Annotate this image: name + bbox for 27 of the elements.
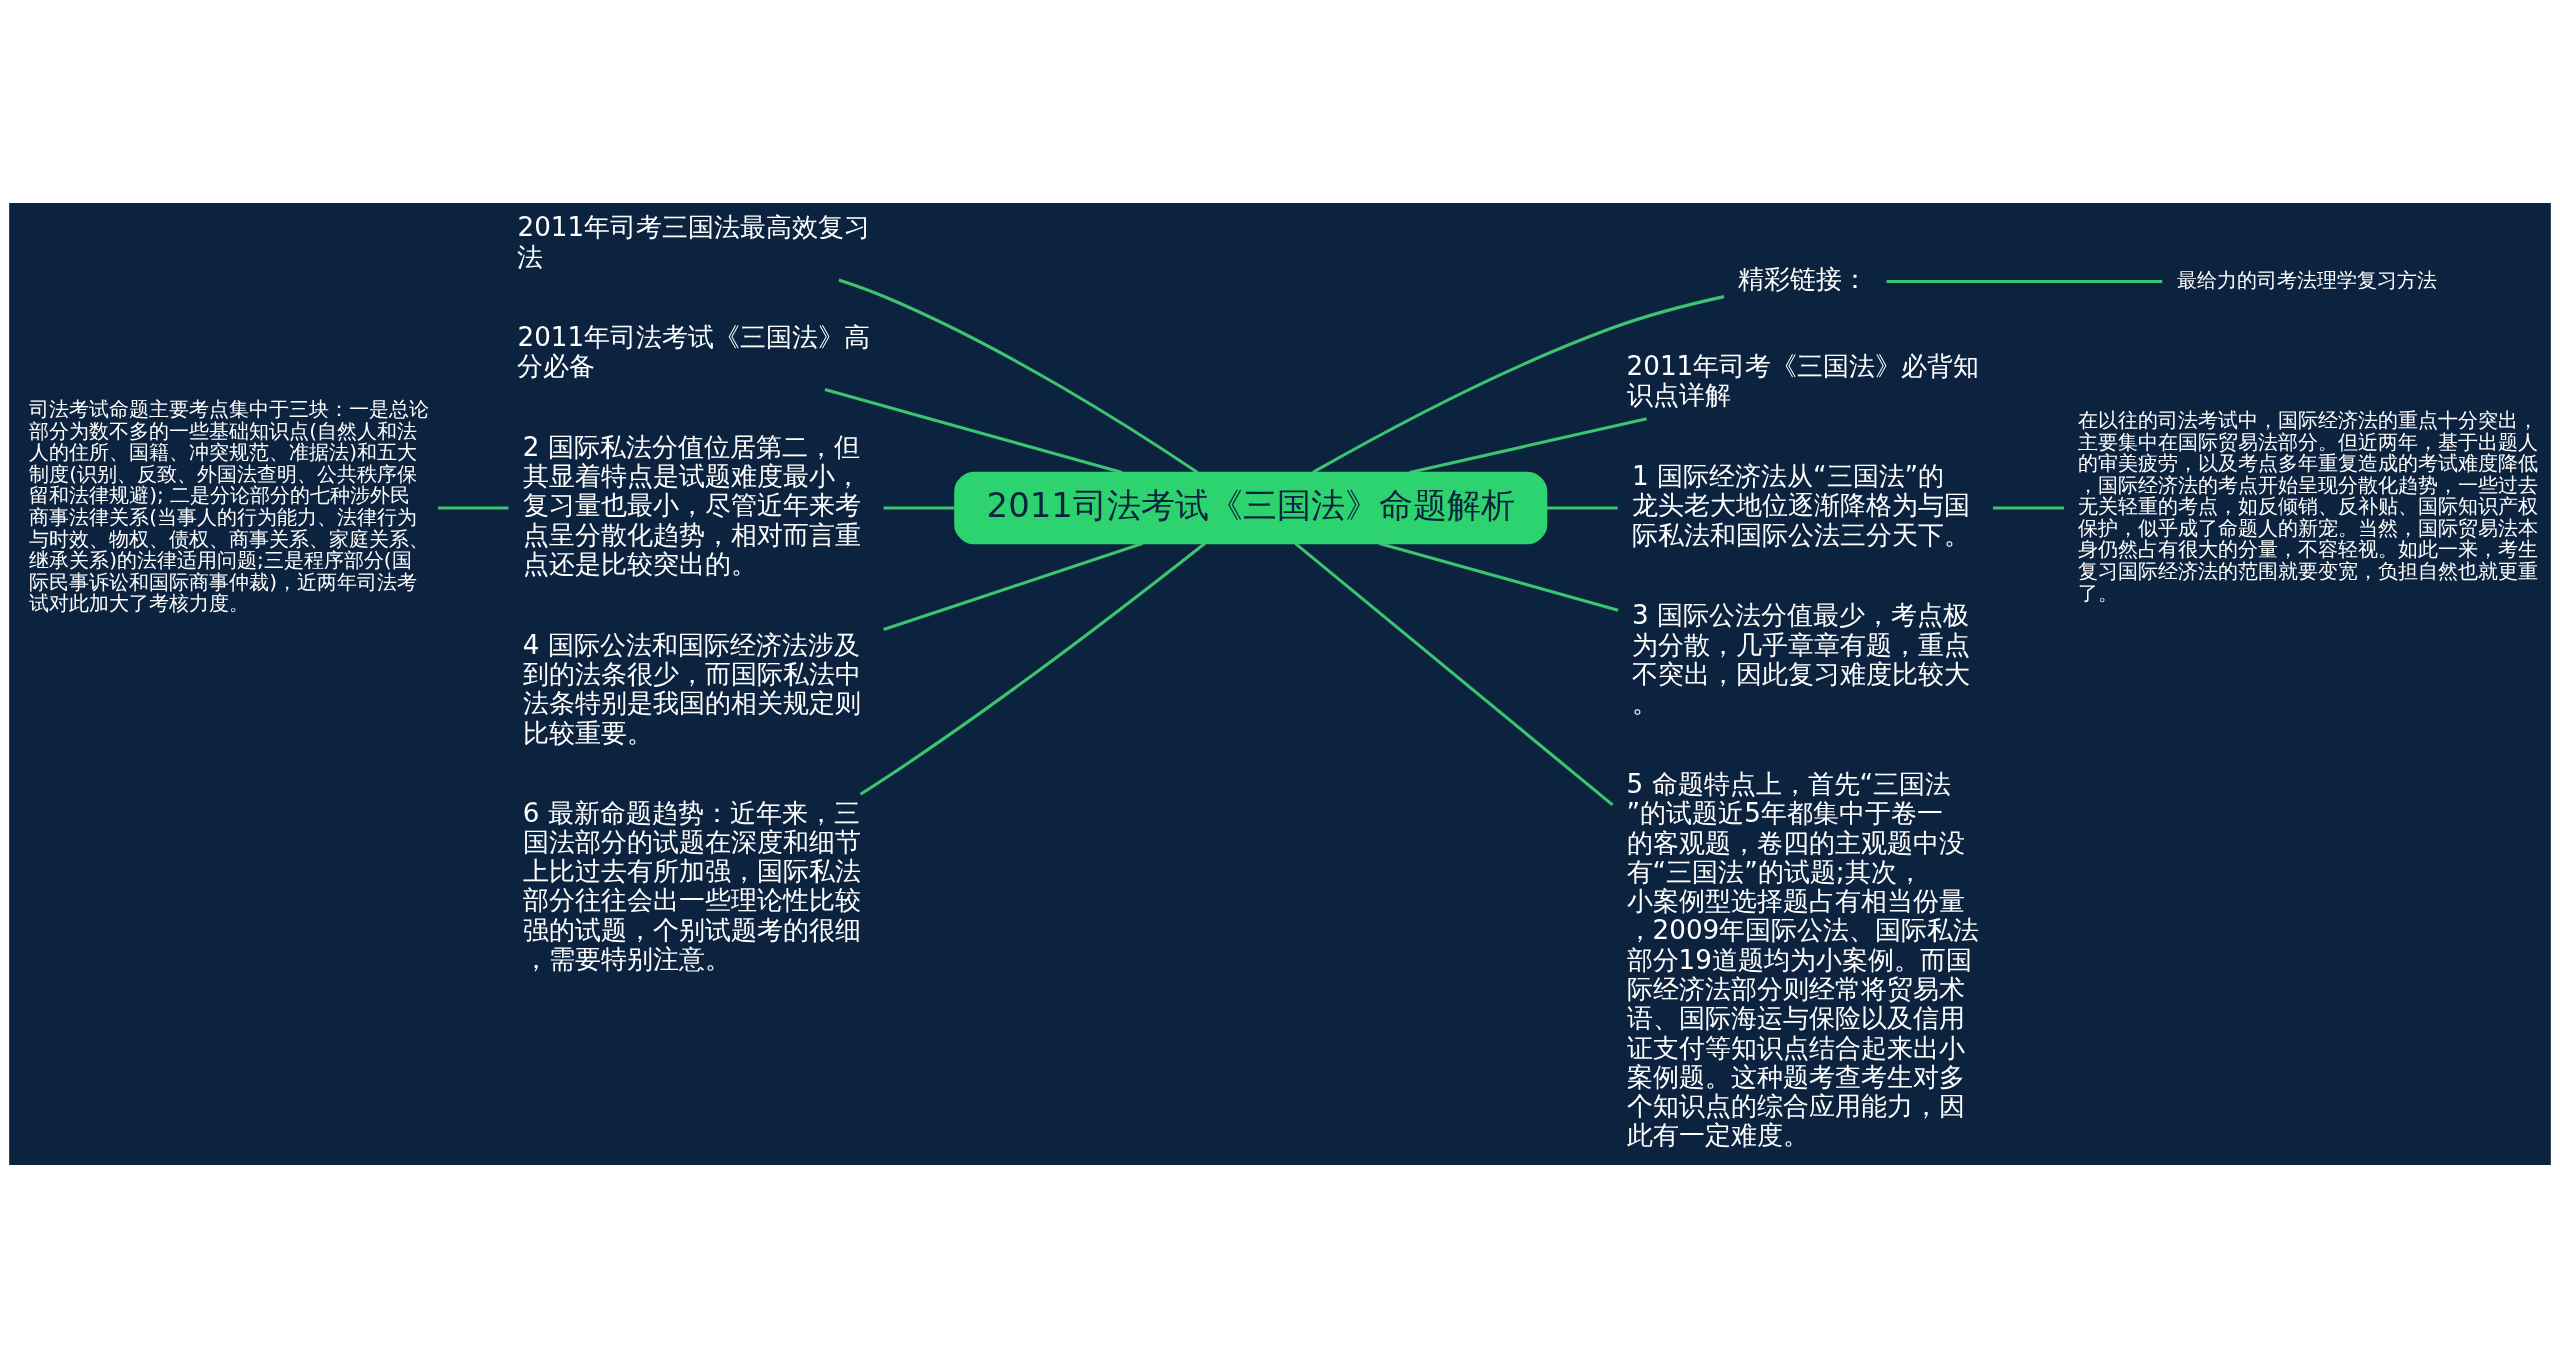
connector bbox=[1312, 294, 1725, 474]
connector bbox=[883, 541, 1143, 631]
connector bbox=[1379, 541, 1619, 612]
node-text: 2011年司考《三国法》必背知识点详解 bbox=[1626, 350, 1980, 410]
node-box: 2011司法考试《三国法》命题解析 bbox=[954, 471, 1548, 544]
connector bbox=[883, 505, 955, 510]
connector bbox=[1546, 505, 1618, 510]
node-text: 在以往的司法考试中，国际经济法的重点十分突出，主要集中在国际贸易法部分。但近两年，基于出题人的审美疲劳，以及考点多年重复造成的考试难度降低，国际经济法的考点开始呈现分散化趋势，一些过去无关轻重的考点，如反倾销、反补贴、国际知识产权保护，似乎成了命题人的新宠。当然，国际贸易法本身仍然占有很大的分量，不容轻视。如此一来，考生复习国际经济法的范围就要变宽，负担自然也就更重了。 bbox=[2077, 407, 2538, 605]
connector bbox=[838, 278, 1199, 474]
node-text: 3 国际公法分值最少，考点极为分散，几乎章章有题，重点不突出，因此复习难度比较大。 bbox=[1631, 599, 1970, 718]
connector bbox=[1294, 542, 1614, 806]
node-text: 精彩链接： bbox=[1738, 263, 1869, 294]
connector bbox=[1886, 279, 2163, 283]
node-text: 2 国际私法分值位居第二，但其显着特点是试题难度最小，复习量也最小，尽管近年来考点呈分散化趋势，相对而言重点还是比较突出的。 bbox=[522, 431, 861, 579]
node-text: 2011年司法考试《三国法》高分必备 bbox=[517, 321, 871, 381]
node-text: 6 最新命题趋势：近年来，三国法部分的试题在深度和细节上比过去有所加强，国际私法部分往往会出一些理论性比较强的试题，个别试题考的很细，需要特别注意。 bbox=[522, 797, 861, 974]
connector bbox=[824, 387, 1123, 474]
node-text: 最给力的司考法理学复习方法 bbox=[2176, 267, 2437, 292]
node-text: 2011年司考三国法最高效复习法 bbox=[517, 211, 871, 272]
node-text: 5 命题特点上，首先“三国法”的试题近5年都集中于卷一的客观题，卷四的主观题中没有“三国法”的试题;其次，小案例型选择题占有相当份量，2009年国际公法、国际私法部分19道题均为小案例。而国际经济法部分则经常将贸易术语、国际海运与保险以及信用证支付等知识点结合起来出小案例题。这种题考查考生对多个知识点的综合应用能力，因此有一定难度。 bbox=[1626, 768, 1980, 1150]
connector bbox=[1409, 416, 1648, 474]
connector bbox=[1992, 505, 2065, 510]
node-text: 司法考试命题主要考点集中于三块：一是总论部分为数不多的一些基础知识点(自然人和法人的住所、国籍、冲突规范、准据法)和五大制度(识别、反致、外国法查明、公共秩序保留和法律规避); 二是分论部分的七种涉外民商事法律关系(当事人的行为能力、法律行为与时效、物权、债权、商事关系、家庭关系、继承关系)的法律适用问题;三是程序部分(国际民事诉讼和国际商事仲裁)，近两年司法考试对此加大了考核力度。 bbox=[29, 396, 430, 615]
connector bbox=[859, 541, 1206, 796]
connector bbox=[438, 505, 509, 510]
node-text: 4 国际公法和国际经济法涉及到的法条很少，而国际私法中法条特别是我国的相关规定则比较重要。 bbox=[522, 629, 861, 748]
node-text: 1 国际经济法从“三国法”的龙头老大地位逐渐降格为与国际私法和国际公法三分天下。 bbox=[1631, 460, 1970, 550]
